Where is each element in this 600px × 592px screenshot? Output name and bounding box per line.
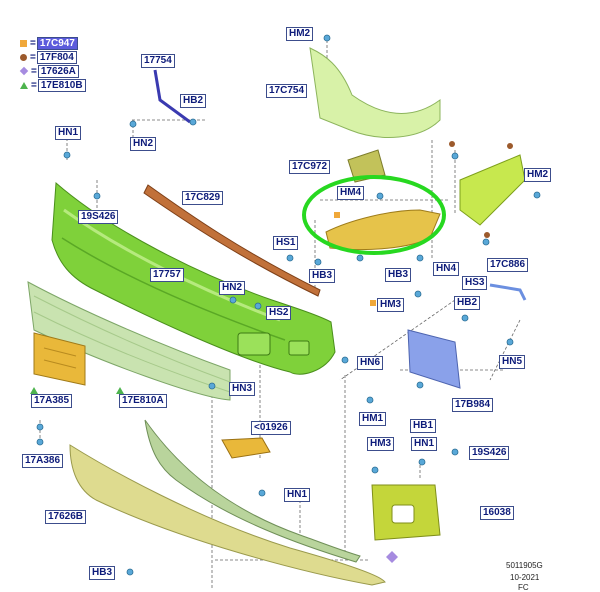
legend-row-17f804: = 17F804 — [20, 50, 77, 64]
diagram-date: 10-2021 — [510, 573, 540, 582]
upper-bracket-17c829 — [143, 184, 321, 297]
callout-hn2-mid[interactable]: HN2 — [219, 281, 246, 295]
brace-right — [489, 283, 527, 301]
callout-17a385[interactable]: 17A385 — [31, 394, 73, 408]
legend-equals: = — [30, 51, 36, 63]
callout-17a386[interactable]: 17A386 — [22, 454, 64, 468]
callout-17c972[interactable]: 17C972 — [289, 160, 331, 174]
lower-grille — [27, 281, 231, 401]
side-support-17c754 — [309, 47, 441, 138]
callout-19s426-right[interactable]: 19S426 — [469, 446, 510, 460]
callout-hn1[interactable]: HN1 — [55, 126, 82, 140]
legend-equals: = — [31, 79, 37, 91]
legend-row-17e810b: = 17E810B — [20, 78, 86, 92]
blue-bracket-17b984 — [407, 329, 461, 389]
legend-label[interactable]: 17F804 — [36, 50, 77, 64]
legend-equals: = — [30, 37, 36, 49]
callout-17626b[interactable]: 17626B — [45, 510, 87, 524]
callout-hn3[interactable]: HN3 — [229, 382, 256, 396]
callout-17b984[interactable]: 17B984 — [452, 398, 494, 412]
callout-16038[interactable]: 16038 — [480, 506, 514, 520]
callout-hm2-right[interactable]: HM2 — [524, 168, 552, 182]
callout-hb3[interactable]: HB3 — [309, 269, 336, 283]
legend-row-17c947: = 17C947 — [20, 36, 78, 50]
splash-shield — [69, 444, 386, 586]
callout-17754[interactable]: 17754 — [141, 54, 175, 68]
deflector-strip — [144, 419, 361, 563]
right-bracket-17c886 — [459, 154, 526, 226]
callout-hm3-low[interactable]: HM3 — [367, 437, 395, 451]
callout-17c829[interactable]: 17C829 — [182, 191, 224, 205]
triangle-marker-icon — [20, 81, 28, 89]
bumper-cover — [51, 181, 336, 375]
plate-bracket — [33, 332, 86, 386]
circle-marker-icon — [20, 53, 27, 61]
callout-hm4[interactable]: HM4 — [337, 186, 365, 200]
legend-label[interactable]: 17E810B — [37, 78, 86, 92]
legend-row-17626a: = 17626A — [19, 64, 79, 78]
callout-hs3[interactable]: HS3 — [462, 276, 488, 290]
callout-17e810a[interactable]: 17E810A — [119, 394, 167, 408]
ref-markers — [30, 141, 513, 563]
callout-hb3-low[interactable]: HB3 — [89, 566, 116, 580]
callout-hn1-center[interactable]: HN1 — [284, 488, 311, 502]
callout-hm3[interactable]: HM3 — [377, 298, 405, 312]
diagram-code: 5011905G — [506, 561, 543, 570]
callout-hb1[interactable]: HB1 — [410, 419, 437, 433]
callout-hb2-right[interactable]: HB2 — [454, 296, 481, 310]
callout-hs2[interactable]: HS2 — [266, 306, 292, 320]
callout-hn6[interactable]: HN6 — [357, 356, 384, 370]
callout-17757[interactable]: 17757 — [150, 268, 184, 282]
callout-hm2[interactable]: HM2 — [286, 27, 314, 41]
legend-label[interactable]: 17C947 — [36, 36, 78, 50]
callout-hs1[interactable]: HS1 — [273, 236, 299, 250]
legend-label[interactable]: 17626A — [37, 64, 79, 78]
callout-01926[interactable]: <01926 — [251, 421, 291, 435]
callout-hb3-center[interactable]: HB3 — [385, 268, 412, 282]
highlighted-bracket — [302, 175, 446, 255]
end-cap-16038 — [371, 484, 441, 541]
diagram-tag: FC — [518, 583, 529, 592]
callout-19s426[interactable]: 19S426 — [78, 210, 119, 224]
legend-equals: = — [31, 65, 37, 77]
callout-hn4[interactable]: HN4 — [433, 262, 460, 276]
callout-17c886[interactable]: 17C886 — [487, 258, 529, 272]
callout-hb2[interactable]: HB2 — [180, 94, 207, 108]
small-bracket-01926 — [221, 437, 271, 459]
rod-17754 — [153, 69, 191, 124]
square-marker-icon — [20, 39, 27, 47]
diamond-marker-icon — [19, 66, 29, 76]
fastener-icons — [36, 34, 541, 576]
callout-hn2[interactable]: HN2 — [130, 137, 157, 151]
mount-bracket-17c972 — [347, 149, 386, 183]
callout-hm1[interactable]: HM1 — [359, 412, 387, 426]
callout-hn1-low[interactable]: HN1 — [411, 437, 438, 451]
callout-17c754[interactable]: 17C754 — [266, 84, 308, 98]
callout-hn5[interactable]: HN5 — [499, 355, 526, 369]
